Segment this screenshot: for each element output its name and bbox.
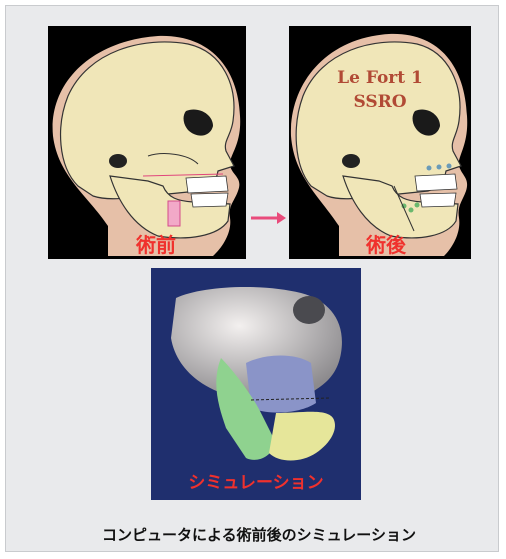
arrow-right-icon (249, 210, 287, 226)
skull-illustration (289, 26, 471, 259)
figure-caption: コンピュータによる術前後のシミュレーション (6, 524, 506, 545)
postop-skull-image: Le Fort 1 SSRO 術後 (289, 26, 471, 259)
procedure-lefort: Le Fort 1 (289, 68, 471, 88)
skull-illustration (48, 26, 246, 259)
figure-card: 術前 Le Fort 1 SSRO 術後 (5, 5, 499, 552)
postop-label: 術後 (356, 229, 416, 258)
simulation-render-image: シミュレーション (151, 268, 361, 500)
simulation-label: シミュレーション (151, 468, 361, 493)
preop-skull-image: 術前 (48, 26, 246, 259)
3d-skull-render (151, 268, 361, 500)
procedure-ssro: SSRO (289, 92, 471, 112)
preop-label: 術前 (126, 229, 186, 258)
